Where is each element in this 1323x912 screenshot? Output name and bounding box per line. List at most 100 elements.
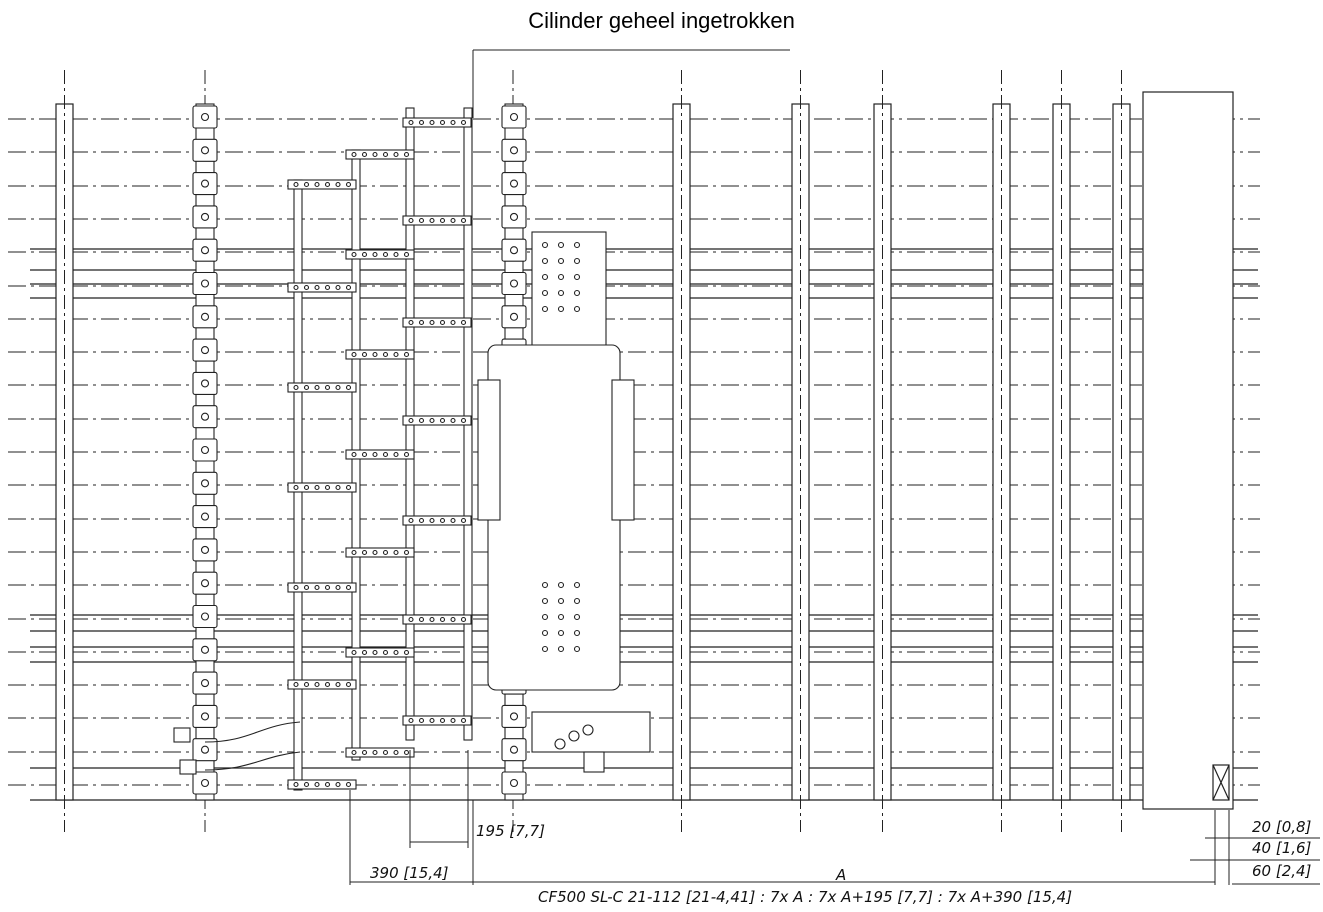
dim-60-label: 60 [2,4] — [1252, 862, 1312, 880]
finger-hole — [345, 681, 352, 688]
plate-hole — [541, 257, 549, 265]
finger-bar — [345, 747, 415, 758]
finger-hole — [439, 717, 446, 724]
finger-hole — [418, 717, 425, 724]
finger-hole — [345, 284, 352, 291]
finger-hole — [345, 781, 352, 788]
finger-hole — [372, 549, 378, 556]
finger-hole — [450, 119, 456, 126]
chain-pin — [200, 612, 210, 621]
finger-hole — [372, 151, 378, 158]
chain-pin — [200, 246, 210, 255]
finger-hole — [382, 351, 389, 358]
finger-hole — [324, 484, 331, 491]
finger-hole — [351, 451, 357, 458]
plate-hole — [541, 305, 549, 313]
finger-hole — [418, 217, 425, 224]
finger-hole — [335, 181, 341, 188]
chain-pin — [200, 346, 210, 355]
finger-bar — [402, 317, 472, 328]
finger-hole — [351, 151, 357, 158]
chain-pin — [509, 212, 519, 221]
plate-hole — [573, 305, 581, 313]
chain-pin — [509, 279, 519, 288]
end-stop-cross — [1212, 764, 1230, 801]
finger-hole — [303, 384, 310, 391]
chain-pin — [509, 246, 519, 255]
plate-hole — [557, 257, 565, 265]
chain-pin — [200, 712, 210, 721]
finger-hole — [335, 781, 341, 788]
finger-bar — [345, 249, 415, 260]
finger-hole — [361, 549, 368, 556]
finger-hole — [450, 217, 456, 224]
plate-hole — [557, 273, 565, 281]
finger-hole — [439, 517, 446, 524]
finger-bar — [345, 449, 415, 460]
chain-pin — [509, 146, 519, 155]
finger-hole — [429, 616, 435, 623]
finger-hole — [351, 749, 357, 756]
finger-hole — [345, 484, 352, 491]
finger-hole — [393, 649, 399, 656]
finger-hole — [418, 417, 425, 424]
finger-hole — [460, 517, 467, 524]
finger-hole — [418, 119, 425, 126]
finger-hole — [460, 319, 467, 326]
finger-hole — [382, 151, 389, 158]
finger-hole — [439, 616, 446, 623]
finger-hole — [314, 484, 320, 491]
finger-bar — [287, 779, 357, 790]
finger-hole — [324, 584, 331, 591]
valve-port — [583, 751, 605, 773]
finger-hole — [324, 284, 331, 291]
plate-hole — [573, 581, 581, 589]
finger-hole — [450, 616, 456, 623]
finger-hole — [293, 284, 299, 291]
finger-hole — [408, 616, 414, 623]
chain-pin — [200, 212, 210, 221]
finger-hole — [382, 451, 389, 458]
finger-hole — [372, 351, 378, 358]
finger-hole — [393, 749, 399, 756]
valve-block — [173, 711, 651, 775]
chain-pin — [509, 778, 519, 788]
plate-hole — [573, 629, 581, 637]
finger-hole — [293, 681, 299, 688]
plate-hole — [557, 645, 565, 653]
plate-hole — [541, 241, 549, 249]
finger-hole — [382, 649, 389, 656]
chain-pin — [200, 379, 210, 388]
plate-hole — [557, 629, 565, 637]
finger-hole — [403, 151, 410, 158]
finger-hole — [345, 584, 352, 591]
plate-hole — [541, 597, 549, 605]
hose — [204, 721, 301, 743]
finger-hole — [293, 781, 299, 788]
dim-195-label: 195 [7,7] — [476, 822, 545, 840]
finger-hole — [408, 417, 414, 424]
dimension-lines — [349, 49, 1320, 885]
finger-hole — [382, 549, 389, 556]
chain-pin — [509, 312, 519, 321]
finger-hole — [293, 181, 299, 188]
finger-bar — [287, 282, 357, 293]
cylinder-plate — [477, 231, 635, 691]
finger-hole — [361, 451, 368, 458]
plate-hole — [541, 273, 549, 281]
finger-hole — [439, 217, 446, 224]
finger-hole — [393, 151, 399, 158]
plate-hole — [557, 289, 565, 297]
finger-hole — [361, 351, 368, 358]
finger-hole — [345, 384, 352, 391]
finger-hole — [393, 351, 399, 358]
finger-hole — [460, 616, 467, 623]
finger-hole — [450, 717, 456, 724]
chain-pin — [509, 112, 519, 122]
valve-fitting — [554, 738, 566, 750]
finger-bar — [287, 679, 357, 690]
drawing-title: Cilinder geheel ingetrokken — [528, 8, 795, 33]
finger-hole — [439, 119, 446, 126]
plate-hole — [541, 613, 549, 621]
